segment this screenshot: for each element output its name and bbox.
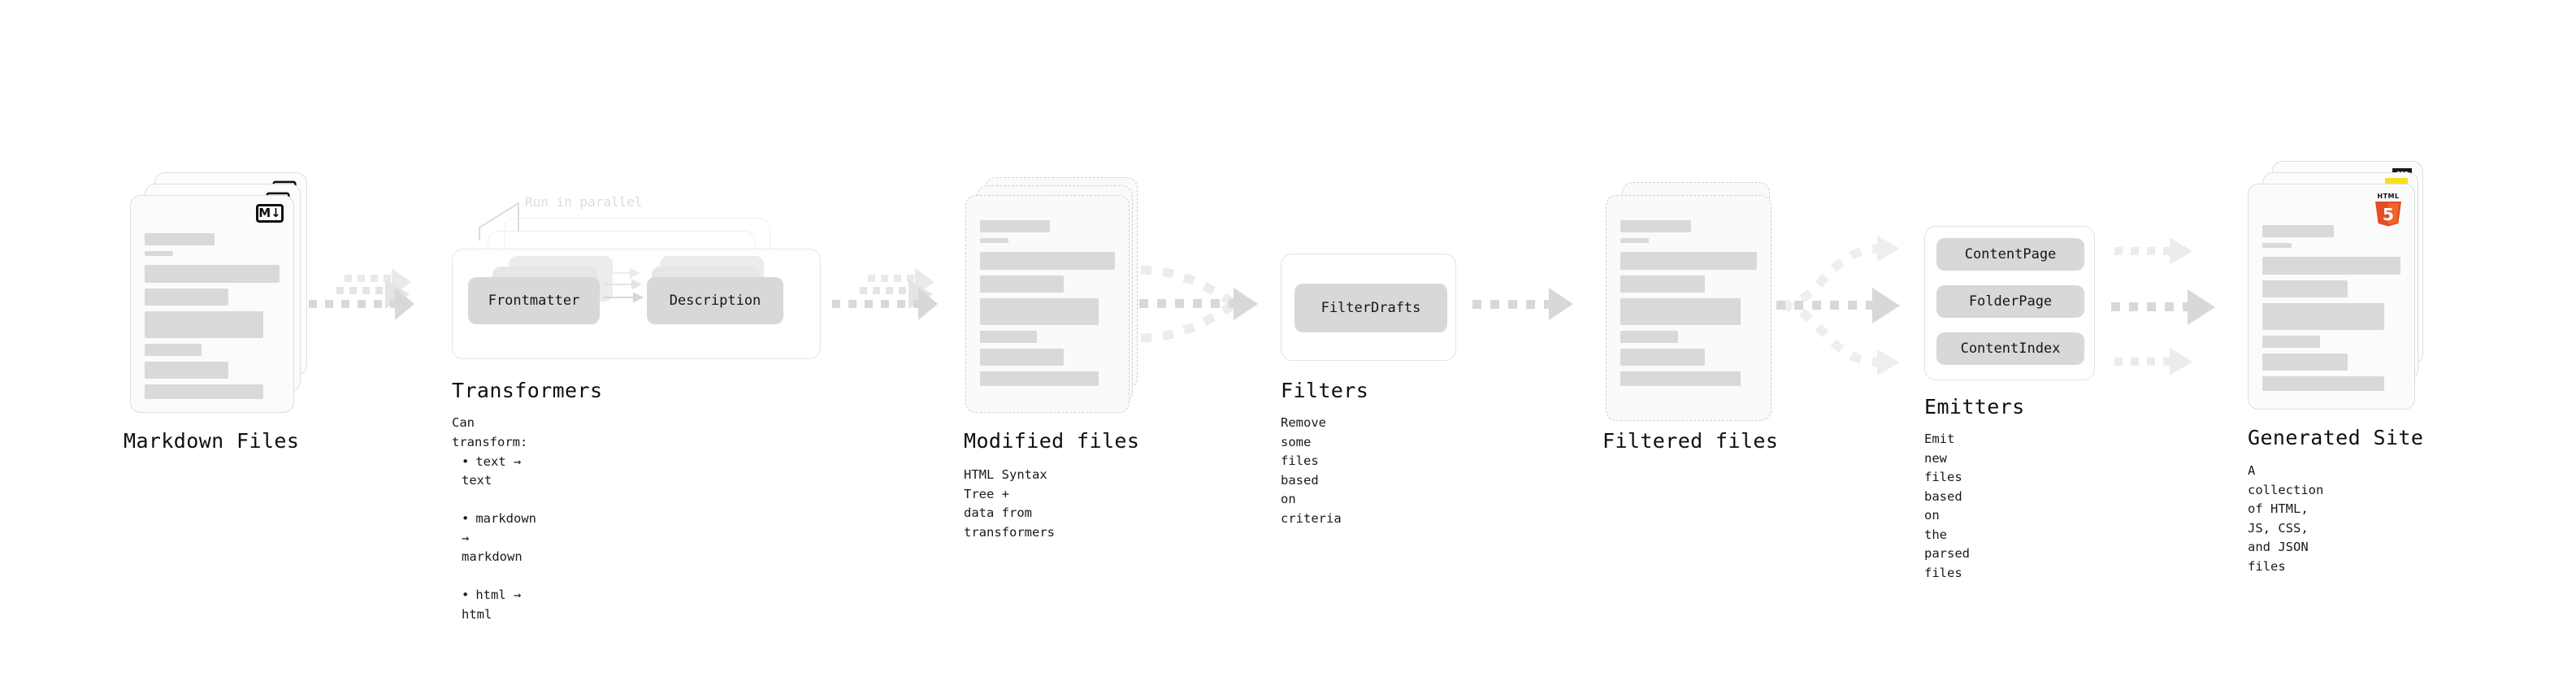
skeleton-bar [145,251,173,256]
chip-label: Description [669,293,761,309]
skeleton-bar [145,362,228,379]
skeleton-bar [980,252,1115,270]
bullet-item: •text → text [462,433,536,491]
skeleton-bar [145,344,202,356]
bullet-label: markdown → markdown [462,511,536,565]
skeleton-bar [2262,336,2321,348]
chip-label: Frontmatter [488,293,580,309]
connector-filters-to-filtered [1472,288,1573,320]
skeleton-bar [2262,376,2384,391]
bullet-dot: • [462,453,470,469]
bullet-dot: • [462,511,470,527]
skeleton-bar [145,265,280,283]
bullet-label: html → html [462,588,522,622]
filtered-doc-front [1606,195,1772,421]
skeleton-bar [1620,275,1706,293]
md-arrow: ↓ [271,206,281,220]
connector-emitters-to-site [2111,237,2215,375]
skeleton-bar [145,288,228,306]
stage-title-emitters: Emitters [1924,395,2025,419]
bullet-item: •html → html [462,567,536,625]
skeleton-bar [1620,349,1706,366]
connector-modified-to-filters [1139,265,1258,343]
markdown-badge: M↓ [256,204,284,223]
skeleton-bar [980,331,1037,343]
connector-md-to-transformers [309,268,414,320]
stage-caption-filters: Remove some files based on criteria [1281,415,1342,526]
stage-caption-emitters: Emit new files based on the parsed files [1924,432,1970,580]
skeleton-bar [980,220,1051,232]
chip-description[interactable]: Description [647,277,783,324]
modified-doc-front [965,195,1130,413]
run-in-parallel-label: Run in parallel [525,194,643,210]
skeleton-bar [145,233,215,245]
skeleton-bar [1620,298,1741,325]
stage-title-generated-site: Generated Site [2248,426,2424,449]
bullet-item: •markdown → markdown [462,491,536,567]
stage-title-transformers: Transformers [452,379,603,402]
skeleton-bar [1620,252,1757,270]
transformer-bullet-list: •text → text •markdown → markdown •html … [462,433,536,624]
md-letter: M [258,206,271,220]
skeleton-bar [980,298,1099,325]
connector-filtered-to-emitters [1776,236,1900,375]
markdown-doc-front: M↓ [130,195,294,413]
stage-caption-generated-site: A collection of HTML, JS, CSS, and JSON … [2248,463,2324,574]
skeleton-bar [1620,371,1741,386]
stage-title-markdown-files: Markdown Files [124,429,300,453]
skeleton-bar [2262,354,2348,371]
skeleton-bar [2262,243,2292,248]
chip-frontmatter[interactable]: Frontmatter [468,277,600,324]
chip-contentpage[interactable]: ContentPage [1936,238,2084,271]
chip-folderpage[interactable]: FolderPage [1936,285,2084,318]
doc-skeleton [2262,225,2400,397]
html5-badge: HTML 5 [2375,193,2401,227]
bullet-label: text → text [462,453,522,488]
filters-group-box: FilterDrafts [1281,254,1456,361]
skeleton-bar [145,384,264,399]
stage-title-filters: Filters [1281,379,1369,402]
stage-caption-modified-files: HTML Syntax Tree + data from transformer… [964,467,1055,540]
chip-label: ContentIndex [1960,340,2061,357]
svg-text:5: 5 [2383,205,2394,224]
stage-caption-transformers: Can transform: [452,415,528,449]
skeleton-bar [2262,280,2348,297]
stage-title-filtered-files: Filtered files [1602,429,1779,453]
chip-filterdrafts[interactable]: FilterDrafts [1295,284,1447,332]
doc-skeleton [145,233,280,405]
stage-title-modified-files: Modified files [964,429,1140,453]
skeleton-bar [2262,225,2335,237]
bullet-dot: • [462,588,470,603]
transformer-inner-arrows [603,267,644,303]
skeleton-bar [980,238,1008,243]
chip-label: ContentPage [1964,246,2057,262]
skeleton-bar [980,371,1099,386]
skeleton-bar [980,349,1064,366]
emitters-group-box: ContentPage FolderPage ContentIndex [1924,226,2095,380]
skeleton-bar [145,311,264,338]
chip-label: FolderPage [1968,293,2053,310]
skeleton-bar [1620,220,1692,232]
chip-label: FilterDrafts [1321,300,1421,316]
doc-skeleton [1620,220,1757,392]
skeleton-bar [1620,331,1678,343]
skeleton-bar [2262,303,2384,330]
skeleton-bar [980,275,1064,293]
svg-text:HTML: HTML [2377,193,2399,200]
doc-skeleton [980,220,1115,392]
chip-contentindex[interactable]: ContentIndex [1936,332,2084,365]
connector-transformers-to-modified [832,268,938,320]
skeleton-bar [1620,238,1650,243]
skeleton-bar [2262,257,2400,275]
site-doc-front-html: HTML 5 [2248,184,2415,410]
